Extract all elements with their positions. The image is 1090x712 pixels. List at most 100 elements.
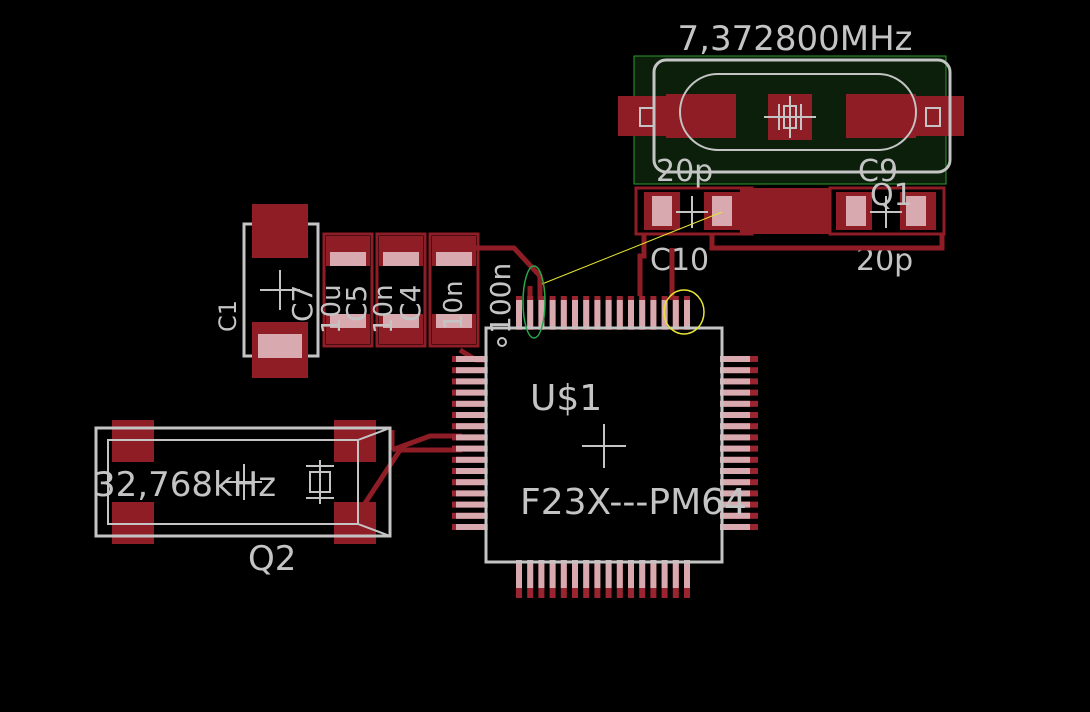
c5-pad-top-silk xyxy=(383,252,419,266)
q1-pad-right xyxy=(846,94,916,138)
c10-name-label: C10 xyxy=(650,243,709,278)
ic-pin-left-silk xyxy=(456,412,486,418)
q1-pad-left-outer xyxy=(618,96,666,136)
q2-frequency-label: 32,768kHz xyxy=(94,465,276,505)
ic-pin-top-silk xyxy=(639,300,646,328)
c7-pad-bottom-silk xyxy=(330,314,366,328)
ic-pin-top-silk xyxy=(684,300,690,328)
capacitor-c1[interactable]: C1 xyxy=(214,204,320,378)
capacitor-column-c7[interactable]: C7 10u xyxy=(286,232,374,348)
ic-pin-top-silk xyxy=(605,300,612,328)
crystal-q1[interactable]: 7,372800MHz xyxy=(618,19,964,185)
c7-pad-top-silk xyxy=(330,252,366,266)
c9-c10-shared-copper xyxy=(740,188,830,234)
q1-lead-left xyxy=(639,107,655,127)
ic-pin-bottom-silk xyxy=(661,560,668,588)
ic-pin-right-silk xyxy=(720,501,750,508)
c1-name-label: C1 xyxy=(214,300,242,332)
c1-pad-bottom-silk xyxy=(258,334,302,358)
c4-outline xyxy=(428,232,480,348)
ic-pin-bottom-silk xyxy=(605,560,612,588)
ic-pin-bottom-silk xyxy=(549,560,556,588)
ic-name-label: U$1 xyxy=(530,378,602,419)
airwire xyxy=(541,211,723,285)
ic-pin-top-silk xyxy=(583,300,590,328)
ic-pin-left-silk xyxy=(456,524,486,530)
ic-pin-bottom-silk xyxy=(628,560,634,588)
capacitor-column-c4[interactable]: C4 10n xyxy=(394,232,480,348)
c9-outline xyxy=(828,186,946,236)
ic-pin-left-silk xyxy=(456,479,486,486)
ic-pin-left-silk xyxy=(456,468,486,474)
trace-c3-ic xyxy=(456,245,543,300)
c5-name-label: C5 xyxy=(340,285,373,322)
ic-pin-left-silk xyxy=(456,389,486,396)
ic-pin-left-silk xyxy=(456,512,486,519)
c5-pad-bottom-silk xyxy=(383,314,419,328)
ic-body-outline xyxy=(484,326,724,564)
ic-pin-bottom-silk xyxy=(616,560,623,588)
c10-outline xyxy=(634,186,754,236)
q1-inner-outline xyxy=(679,73,917,151)
crystal-q2[interactable]: 32,768kHz Q2 xyxy=(94,420,392,579)
ic-part-label: F23X---PM64 xyxy=(520,482,747,523)
ic-pin-bottom-silk xyxy=(516,560,522,588)
ic-pin-left-silk xyxy=(456,367,486,374)
ic-pin-bottom-silk xyxy=(639,560,646,588)
copper-traces xyxy=(351,234,945,522)
ic-pin-right-silk xyxy=(720,490,750,497)
ic-pin-left-silk xyxy=(456,378,486,385)
ic-pin-top-silk xyxy=(516,300,522,328)
highlight-green-ellipse xyxy=(522,265,546,339)
ic-pin-bottom-silk xyxy=(572,560,578,588)
ic-pin-right-silk xyxy=(720,412,750,418)
c4-name-label: C4 xyxy=(394,285,427,322)
ic-pin-right-silk xyxy=(720,400,750,407)
c9-name-label: C9 xyxy=(858,154,898,189)
ic-pin-right-silk xyxy=(720,468,750,474)
c7-value-label: 10u xyxy=(317,284,347,334)
q1-pad-left xyxy=(666,94,736,138)
c7-outline xyxy=(322,232,374,348)
ic-pin-right-silk xyxy=(720,434,750,441)
trace-q2-ic-1 xyxy=(391,433,462,453)
q2-chamfer-bottom xyxy=(357,523,391,537)
c5-outline xyxy=(375,232,427,348)
ic-pin-right-silk xyxy=(720,512,750,519)
q1-lead-right xyxy=(925,107,941,127)
ic-u1[interactable]: U$1 F23X---PM64 xyxy=(452,296,758,598)
q1-name-label: Q1 xyxy=(870,178,913,213)
q2-inner-outline xyxy=(107,439,359,525)
ic-pin-bottom-silk xyxy=(583,560,590,588)
highlight-yellow-ellipse xyxy=(663,289,705,335)
capacitor-column-c5[interactable]: C5 10n xyxy=(340,232,427,348)
c10-pad-left-silk xyxy=(652,196,672,226)
ic-pin-right-silk xyxy=(720,356,750,362)
ic-pin-top-silk xyxy=(616,300,623,328)
ic-pin-top-silk xyxy=(549,300,556,328)
ic-pin-top-silk xyxy=(628,300,634,328)
ic-pin-right-silk xyxy=(720,389,750,396)
crystal-symbol-icon xyxy=(306,460,334,504)
c9-pad-right-silk xyxy=(906,196,926,226)
ic-pin-right-silk xyxy=(720,445,750,452)
ic-pins xyxy=(452,296,758,598)
ic-pin-bottom-silk xyxy=(684,560,690,588)
ic-pin-left-silk xyxy=(456,445,486,452)
ic-pin-bottom-silk xyxy=(527,560,534,588)
ic-pin-right-silk xyxy=(720,456,750,463)
ic-pin-top-silk xyxy=(560,300,567,328)
ic-pin-bottom-silk xyxy=(560,560,567,588)
ic-pin-top-silk xyxy=(650,300,657,328)
c10-pad-right-silk xyxy=(712,196,732,226)
ic-pin-left-silk xyxy=(456,423,486,430)
c4-pad-bottom-silk xyxy=(436,314,472,328)
ic-pin-bottom-silk xyxy=(650,560,657,588)
crystal-frequency-label: 7,372800MHz xyxy=(678,19,913,59)
ic-pin-right-silk xyxy=(720,378,750,385)
q2-outline xyxy=(94,426,392,538)
ic-pin-bottom-silk xyxy=(538,560,545,588)
ic-pin-right-silk xyxy=(720,479,750,486)
ic-pin-right-silk xyxy=(720,367,750,374)
